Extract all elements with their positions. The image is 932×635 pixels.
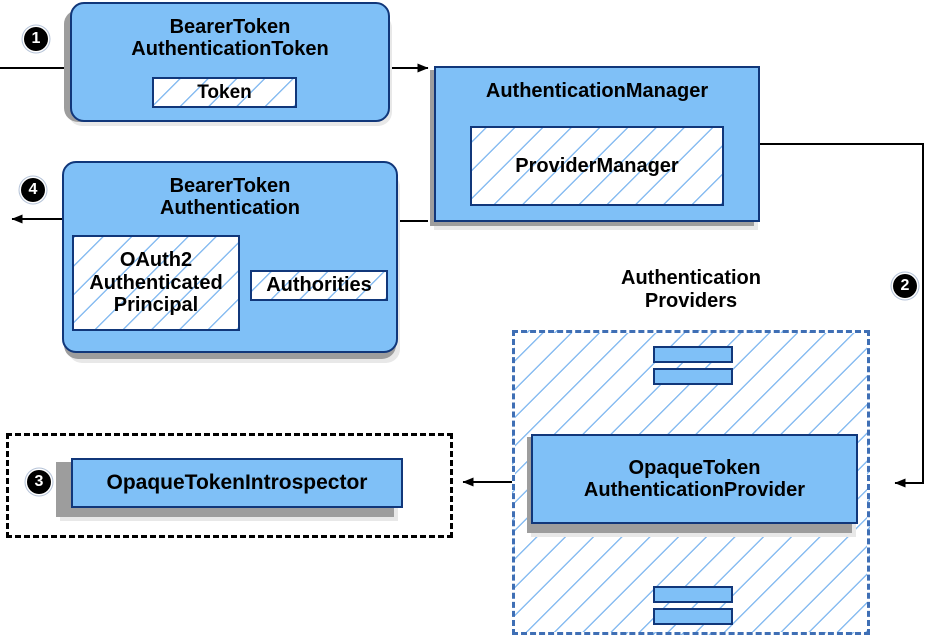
step-badge-2: 2	[893, 274, 917, 298]
step-badge-3: 3	[27, 470, 51, 494]
opaque-token-introspector[interactable]: OpaqueTokenIntrospector	[71, 458, 403, 508]
opaque-token-authentication-provider[interactable]: OpaqueToken AuthenticationProvider	[531, 434, 858, 524]
provider-manager-field[interactable]: ProviderManager	[470, 126, 724, 206]
provider-bar-bottom-1	[653, 586, 733, 603]
opaque-token-introspector-container	[6, 433, 453, 538]
opaque-token-authentication-provider-title: OpaqueToken AuthenticationProvider	[584, 457, 805, 502]
opaque-token-authentication-provider-title-line2: AuthenticationProvider	[583, 479, 806, 501]
provider-bar-top-1	[653, 346, 733, 363]
principal-line3: Principal	[113, 294, 199, 317]
bearer-token-authentication-token[interactable]: BearerToken AuthenticationToken	[70, 2, 390, 122]
provider-bar-top-2	[653, 368, 733, 385]
bearer-token-authentication-title-line2: Authentication	[160, 197, 300, 220]
opaque-token-authentication-provider-title-line1: OpaqueToken	[628, 456, 761, 479]
authentication-providers-caption: Authentication Providers	[512, 267, 870, 313]
bearer-token-authentication-token-title: BearerToken AuthenticationToken	[131, 16, 328, 61]
bearer-token-authentication-title: BearerToken Authentication	[160, 175, 300, 220]
authorities-field[interactable]: Authorities	[250, 270, 388, 301]
authentication-providers-caption-line2: Providers	[644, 289, 738, 312]
token-field[interactable]: Token	[152, 77, 297, 108]
bearer-token-authentication-title-line1: BearerToken	[169, 175, 291, 197]
principal-line2: Authenticated	[89, 271, 223, 294]
bearer-token-authentication-token-title-line2: AuthenticationToken	[131, 38, 329, 61]
step-badge-4: 4	[21, 178, 45, 202]
step-badge-1: 1	[24, 27, 48, 51]
provider-bar-bottom-2	[653, 608, 733, 625]
principal-line1: OAuth2	[119, 249, 193, 272]
oauth2-authenticated-principal-field[interactable]: OAuth2 Authenticated Principal	[72, 235, 240, 331]
bearer-token-authentication-token-title-line1: BearerToken	[169, 16, 291, 38]
opaque-token-introspector-title: OpaqueTokenIntrospector	[106, 471, 368, 495]
authentication-providers-caption-line1: Authentication	[621, 267, 761, 289]
authentication-manager-title: AuthenticationManager	[485, 80, 709, 102]
